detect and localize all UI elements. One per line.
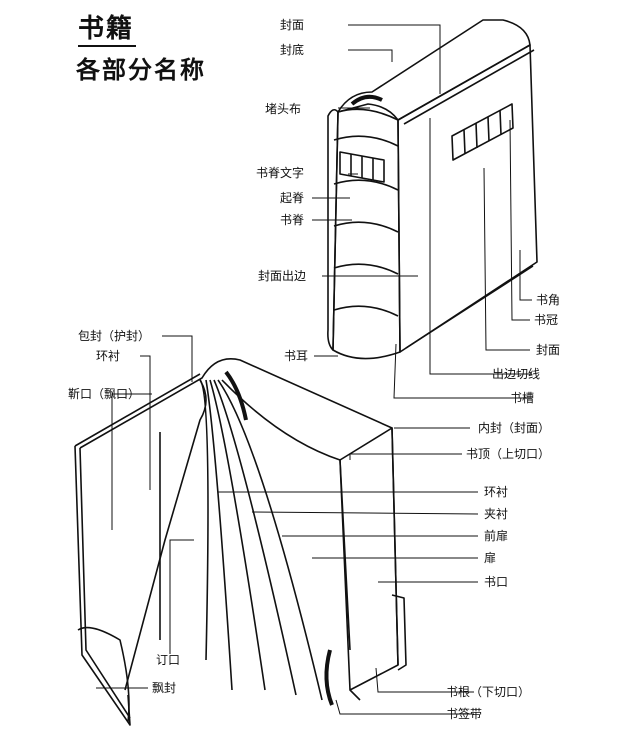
- label-inner-cover: 内封（封面）: [478, 421, 550, 435]
- title-line-1: 书籍: [78, 14, 135, 44]
- label-jacket: 包封（护封）: [78, 329, 150, 343]
- label-interleaf: 夹衬: [484, 507, 508, 521]
- label-headband: 堵头布: [265, 102, 301, 116]
- label-jacket-flap: 飘封: [152, 681, 176, 695]
- label-binding-edge: 订口: [156, 653, 180, 667]
- label-book-corner: 书角: [536, 293, 560, 307]
- label-edge-line: 出边切线: [492, 367, 540, 381]
- label-fore-edge: 书口: [484, 575, 508, 589]
- label-bottom-edge: 书根（下切口）: [446, 685, 530, 699]
- open-book-illustration: [74, 358, 407, 726]
- label-cover-overhang: 封面出边: [258, 269, 306, 283]
- label-joint: 书耳: [284, 349, 308, 363]
- label-bookmark-ribbon: 书签带: [446, 706, 482, 721]
- label-fly: 扉: [484, 551, 496, 565]
- label-flap-edge: 靳口（飘口）: [68, 387, 140, 401]
- label-crown: 书冠: [534, 313, 558, 327]
- label-endpaper-right: 环衬: [484, 485, 508, 499]
- title-divider: [78, 45, 136, 47]
- label-endpaper-top: 环衬: [96, 349, 120, 363]
- part-labels: 封面 封底 堵头布 书脊文字 起脊 书脊 封面出边 书角 书冠 封面 出边切线 …: [68, 18, 560, 721]
- label-raised-band: 起脊: [280, 191, 304, 205]
- closed-book-illustration: [327, 19, 538, 360]
- label-top-edge: 书顶（上切口）: [466, 447, 550, 461]
- label-spine-text: 书脊文字: [256, 165, 304, 180]
- label-spine: 书脊: [280, 213, 304, 227]
- title-line-2: 各部分名称: [76, 56, 206, 84]
- label-groove: 书槽: [510, 391, 534, 405]
- label-cover: 封面: [280, 18, 304, 32]
- leader-lines: [96, 24, 532, 715]
- label-cover-front: 封面: [536, 343, 560, 357]
- label-back-cover: 封底: [280, 42, 304, 57]
- label-front-fly: 前扉: [484, 528, 508, 543]
